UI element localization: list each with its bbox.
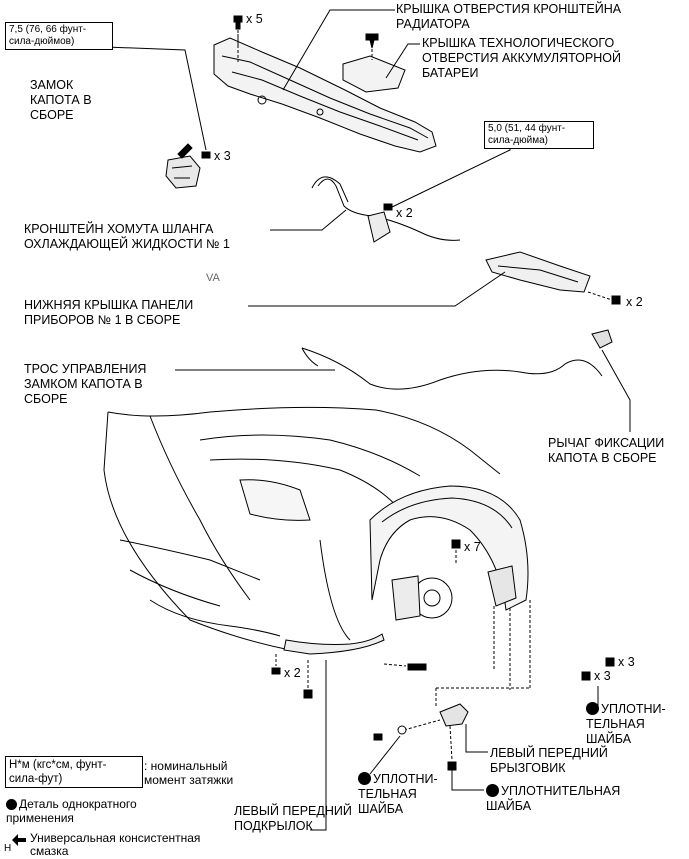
brake-drawing (391, 575, 453, 621)
leader-torque-1 (105, 46, 207, 151)
qty-panel: x 2 (626, 295, 643, 309)
qty-right-1: x 3 (618, 655, 635, 669)
side-bolt-icon (407, 663, 427, 671)
legend-single-use: Деталь однократного применения (6, 797, 137, 825)
mudguard-bolt-left-icon (373, 733, 383, 741)
qty-right-2: x 3 (594, 669, 611, 683)
battery-cover-drawing (342, 55, 406, 93)
label-hose-bracket: КРОНШТЕЙН ХОМУТА ШЛАНГА ОХЛАЖДАЮЩЕЙ ЖИДК… (24, 222, 230, 251)
liner-screw-icon (451, 539, 461, 549)
washer-left-text: УПЛОТНИ- ТЕЛЬНАЯ ШАЙБА (358, 772, 438, 816)
washer-right-text: УПЛОТНИ- ТЕЛЬНАЯ ШАЙБА (586, 702, 666, 746)
legend-unit-desc: : номинальный момент затяжки (144, 759, 234, 787)
front-clip-icon (303, 689, 313, 699)
qty-hose: x 2 (396, 206, 413, 220)
qty-lock: x 3 (214, 149, 231, 163)
label-washer-left: УПЛОТНИ- ТЕЛЬНАЯ ШАЙБА (358, 772, 438, 817)
label-lever: РЫЧАГ ФИКСАЦИИ КАПОТА В СБОРЕ (548, 436, 665, 465)
legend-unit-box: Н*м (кгс*см, фунт- сила-фут) (5, 756, 143, 788)
leader-mudguard (465, 724, 488, 753)
radiator-cover-drawing (213, 34, 437, 153)
label-cable: ТРОС УПРАВЛЕНИЯ ЗАМКОМ КАПОТА В СБОРЕ (24, 362, 147, 406)
label-hood-lock: ЗАМОК КАПОТА В СБОРЕ (30, 78, 92, 122)
undercover-drawing (283, 633, 385, 655)
car-body-drawing (103, 406, 501, 651)
leader-radiator-cover (282, 9, 395, 91)
leader-hose-bracket (270, 209, 347, 231)
leader-washer-left (369, 735, 401, 775)
single-use-dot-icon (586, 702, 599, 715)
grease-arrow-icon (12, 834, 26, 846)
top-screw-icon (233, 15, 243, 30)
qty-top: x 5 (246, 12, 263, 26)
label-washer-mid: УПЛОТНИТЕЛЬНАЯ ШАЙБА (486, 784, 620, 814)
legend-single-use-text: Деталь однократного применения (6, 797, 137, 825)
mudguard-drawing (439, 703, 469, 727)
torque-box-hose: 5,0 (51, 44 фунт- сила-дюйма) (484, 121, 594, 149)
right-bolt-2-icon (581, 671, 591, 681)
leader-fender-liner (310, 660, 327, 831)
label-fender-liner: ЛЕВЫЙ ПЕРЕДНИЙ ПОДКРЫЛОК (234, 804, 352, 833)
cable-drawing (301, 347, 603, 390)
single-use-dot-icon (486, 784, 499, 797)
label-radiator-cover: КРЫШКА ОТВЕРСТИЯ КРОНШТЕЙНА РАДИАТОРА (396, 2, 622, 31)
single-use-legend-icon (6, 799, 17, 810)
hood-lock-drawing (165, 143, 201, 189)
fender-liner-drawing (369, 485, 529, 611)
lever-drawing (591, 329, 613, 349)
hose-bolt-icon (383, 203, 393, 211)
label-battery-cover: КРЫШКА ТЕХНОЛОГИЧЕСКОГО ОТВЕРСТИЯ АККУМУ… (422, 36, 621, 80)
leader-battery-cover (385, 43, 420, 79)
clip-icon (365, 33, 379, 49)
qty-liner: x 7 (464, 540, 481, 554)
single-use-dot-icon (358, 772, 371, 785)
label-lower-panel: НИЖНЯЯ КРЫШКА ПАНЕЛИ ПРИБОРОВ № 1 В СБОР… (24, 298, 194, 327)
lock-bolt-icon (201, 151, 211, 159)
right-bolt-1-icon (605, 657, 615, 667)
mark-va: VA (206, 272, 220, 284)
leader-lever (601, 349, 631, 432)
mudguard-bolt-low-icon (447, 761, 457, 771)
lower-panel-drawing (485, 251, 591, 293)
label-washer-right: УПЛОТНИ- ТЕЛЬНАЯ ШАЙБА (586, 702, 666, 747)
front-screw-icon (271, 667, 281, 675)
washer-mid-text: УПЛОТНИТЕЛЬНАЯ ШАЙБА (486, 784, 621, 813)
hose-bracket-drawing (311, 176, 461, 243)
qty-front: x 2 (284, 666, 301, 680)
leader-washer-mid (451, 770, 484, 791)
legend-grease: Универсальная консистентная смазка (30, 831, 201, 858)
legend-grease-mark: Н (4, 843, 12, 854)
panel-bolt-icon (611, 295, 621, 305)
label-mudguard: ЛЕВЫЙ ПЕРЕДНИЙ БРЫЗГОВИК (490, 746, 608, 775)
mudguard-washer-left-icon (397, 725, 407, 735)
leader-lower-panel (248, 271, 506, 307)
torque-box-lock: 7,5 (76, 66 фунт- сила-дюймов) (5, 22, 113, 50)
